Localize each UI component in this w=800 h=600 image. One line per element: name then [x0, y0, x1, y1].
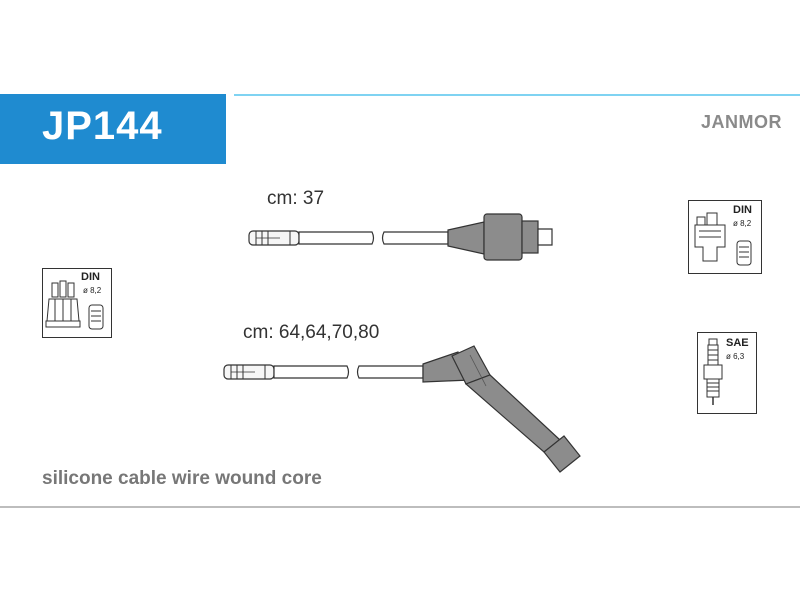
- plug-sae-icon-box: SAE ø 6,3: [697, 332, 757, 414]
- distributor-standard-label: DIN: [81, 271, 100, 283]
- cable-2: [223, 345, 581, 473]
- ignition-coil-icon: [694, 212, 752, 266]
- cable-2-terminal: [223, 364, 275, 380]
- part-code: JP144: [42, 104, 163, 148]
- part-code-box: [0, 94, 226, 164]
- distributor-diameter-label: ø 8,2: [83, 286, 102, 295]
- brand-name: JANMOR: [700, 112, 782, 132]
- cable-2-length-label: cm: 64,64,70,80: [243, 322, 380, 343]
- coil-standard-label: DIN: [733, 204, 752, 216]
- cable-1-length-label: cm: 37: [267, 188, 325, 209]
- cable-1-boot: [447, 213, 553, 261]
- plug-diameter-label: ø 6,3: [726, 352, 745, 361]
- header-divider: [234, 94, 800, 96]
- coil-din-icon-box: DIN ø 8,2: [688, 200, 762, 274]
- cable-1-terminal: [248, 230, 300, 246]
- spark-plug-icon: [703, 338, 723, 405]
- cable-2-wire-a: [273, 365, 350, 379]
- cable-2-wire-b: [356, 365, 424, 379]
- distributor-cap-icon: [45, 280, 104, 330]
- footer-divider: [0, 506, 800, 508]
- cable-1-wire-a: [298, 231, 375, 245]
- plug-standard-label: SAE: [726, 337, 749, 349]
- cable-description: silicone cable wire wound core: [42, 468, 322, 489]
- cable-2-boot: [422, 345, 581, 473]
- cable-1: [248, 213, 553, 261]
- distributor-din-icon-box: DIN ø 8,2: [42, 268, 112, 338]
- coil-diameter-label: ø 8,2: [733, 219, 752, 228]
- cable-1-wire-b: [381, 231, 449, 245]
